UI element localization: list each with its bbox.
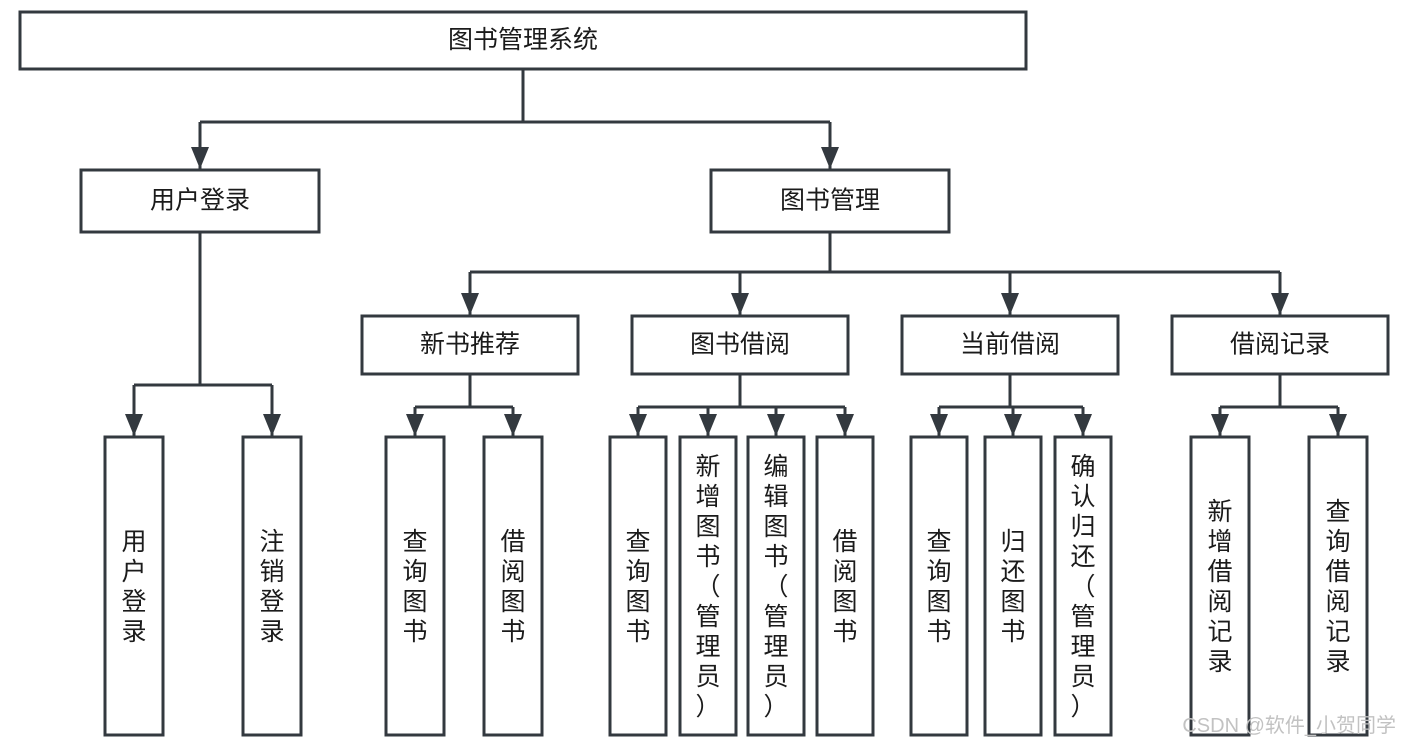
node-label-leaf-confirm-return: 确认归还（管理员） <box>1070 453 1095 721</box>
node-leaf-query-record[interactable]: 查询借阅记录 <box>1307 435 1369 737</box>
node-leaf-query-book-borrow[interactable]: 查询图书 <box>608 435 668 737</box>
node-box-user-login <box>79 168 321 234</box>
csdn-watermark: CSDN @软件_小贺同学 <box>1182 714 1396 737</box>
node-borrow-record[interactable]: 借阅记录 <box>1170 314 1390 376</box>
node-box-book-manage <box>709 168 951 234</box>
node-box-leaf-user-login <box>103 435 165 737</box>
node-label-leaf-query-book-borrow: 查询图书 <box>625 528 650 646</box>
node-label-leaf-edit-book: 编辑图书（管理员） <box>763 453 788 721</box>
node-box-leaf-query-record <box>1307 435 1369 737</box>
node-box-leaf-logout-login <box>241 435 303 737</box>
node-leaf-add-record[interactable]: 新增借阅记录 <box>1189 435 1251 737</box>
arrow-head-icon <box>504 414 522 436</box>
node-box-leaf-return-book <box>983 435 1043 737</box>
arrow-head-icon <box>406 414 424 436</box>
node-box-leaf-query-book-cur <box>909 435 969 737</box>
node-leaf-borrow-book-rec[interactable]: 借阅图书 <box>482 435 544 737</box>
node-leaf-confirm-return[interactable]: 确认归还（管理员） <box>1053 435 1113 737</box>
node-leaf-logout-login[interactable]: 注销登录 <box>241 435 303 737</box>
node-label-current-borrow: 当前借阅 <box>960 331 1060 359</box>
node-box-borrow-record <box>1170 314 1390 376</box>
connector-layer <box>125 69 1347 436</box>
node-label-leaf-user-login: 用户登录 <box>121 528 146 646</box>
node-label-book-manage: 图书管理 <box>780 187 880 215</box>
node-box-book-borrow <box>630 314 850 376</box>
node-leaf-return-book[interactable]: 归还图书 <box>983 435 1043 737</box>
node-leaf-add-book[interactable]: 新增图书（管理员） <box>678 435 738 737</box>
node-label-leaf-return-book: 归还图书 <box>1000 528 1025 646</box>
node-box-current-borrow <box>900 314 1120 376</box>
node-book-manage[interactable]: 图书管理 <box>709 168 951 234</box>
node-label-leaf-add-record: 新增借阅记录 <box>1207 498 1232 676</box>
arrow-head-icon <box>461 293 479 315</box>
arrow-head-icon <box>1074 414 1092 436</box>
arrow-head-icon <box>125 414 143 436</box>
arrow-head-icon <box>263 414 281 436</box>
arrow-head-icon <box>930 414 948 436</box>
arrow-head-icon <box>836 414 854 436</box>
node-leaf-query-book-cur[interactable]: 查询图书 <box>909 435 969 737</box>
node-box-new-book-rec <box>360 314 580 376</box>
node-label-leaf-query-book-cur: 查询图书 <box>926 528 951 646</box>
node-label-new-book-rec: 新书推荐 <box>420 331 520 359</box>
node-label-leaf-logout-login: 注销登录 <box>259 528 284 646</box>
node-label-leaf-add-book: 新增图书（管理员） <box>695 453 720 721</box>
arrow-head-icon <box>699 414 717 436</box>
node-box-leaf-borrow-book-rec <box>482 435 544 737</box>
node-layer: 图书管理系统用户登录图书管理新书推荐图书借阅当前借阅借阅记录用户登录注销登录查询… <box>18 10 1390 737</box>
node-leaf-user-login[interactable]: 用户登录 <box>103 435 165 737</box>
node-book-borrow[interactable]: 图书借阅 <box>630 314 850 376</box>
arrow-head-icon <box>1004 414 1022 436</box>
node-label-leaf-borrow-book-rec: 借阅图书 <box>500 528 525 646</box>
node-label-user-login: 用户登录 <box>150 187 250 215</box>
node-root[interactable]: 图书管理系统 <box>18 10 1028 71</box>
node-current-borrow[interactable]: 当前借阅 <box>900 314 1120 376</box>
node-label-leaf-borrow-book: 借阅图书 <box>832 528 857 646</box>
node-box-leaf-query-book-borrow <box>608 435 668 737</box>
arrow-head-icon <box>731 293 749 315</box>
node-label-leaf-query-record: 查询借阅记录 <box>1325 498 1350 676</box>
node-box-root <box>18 10 1028 71</box>
node-box-leaf-query-book-rec <box>384 435 446 737</box>
arrow-head-icon <box>1211 414 1229 436</box>
arrow-head-icon <box>1001 293 1019 315</box>
node-leaf-edit-book[interactable]: 编辑图书（管理员） <box>746 435 806 737</box>
node-box-leaf-edit-book <box>746 435 806 737</box>
node-leaf-borrow-book[interactable]: 借阅图书 <box>815 435 875 737</box>
arrow-head-icon <box>191 147 209 169</box>
arrow-head-icon <box>821 147 839 169</box>
node-label-leaf-query-book-rec: 查询图书 <box>402 528 427 646</box>
node-user-login[interactable]: 用户登录 <box>79 168 321 234</box>
node-box-leaf-add-book <box>678 435 738 737</box>
node-box-leaf-confirm-return <box>1053 435 1113 737</box>
arrow-head-icon <box>1329 414 1347 436</box>
arrow-head-icon <box>629 414 647 436</box>
node-box-leaf-borrow-book <box>815 435 875 737</box>
node-label-borrow-record: 借阅记录 <box>1230 331 1330 359</box>
arrow-head-icon <box>767 414 785 436</box>
node-box-leaf-add-record <box>1189 435 1251 737</box>
node-leaf-query-book-rec[interactable]: 查询图书 <box>384 435 446 737</box>
node-new-book-rec[interactable]: 新书推荐 <box>360 314 580 376</box>
node-label-book-borrow: 图书借阅 <box>690 331 790 359</box>
node-label-root: 图书管理系统 <box>448 26 598 54</box>
arrow-head-icon <box>1271 293 1289 315</box>
